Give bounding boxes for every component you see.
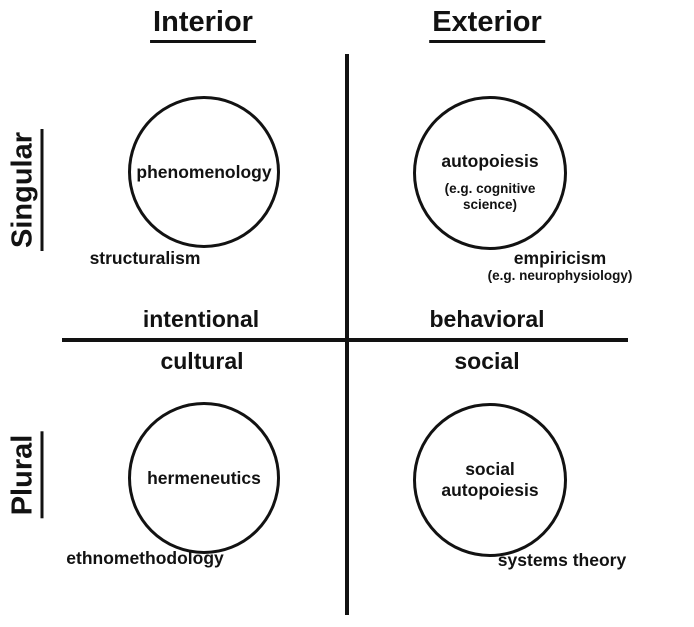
circle-sublabel-cognitive-science: (e.g. cognitive science) bbox=[444, 181, 536, 212]
axis-label-intentional: intentional bbox=[142, 306, 260, 332]
circle-label-social-autopoiesis: social autopoiesis bbox=[441, 459, 539, 500]
vertical-axis-line bbox=[345, 54, 349, 615]
circle-upper-right: autopoiesis (e.g. cognitive science) bbox=[413, 96, 567, 250]
axis-label-cultural: cultural bbox=[160, 348, 244, 374]
circle-content: autopoiesis (e.g. cognitive science) bbox=[439, 151, 541, 212]
circle-lower-right: social autopoiesis bbox=[413, 403, 567, 557]
axis-label-behavioral: behavioral bbox=[429, 306, 545, 332]
circle-label-hermeneutics: hermeneutics bbox=[147, 467, 261, 488]
column-header-interior: Interior bbox=[150, 8, 256, 43]
corner-label-ethnomethodology: ethnomethodology bbox=[66, 548, 224, 568]
circle-label-autopoiesis: autopoiesis bbox=[441, 151, 539, 172]
corner-label-group-empiricism: empiricism (e.g. neurophysiology) bbox=[487, 248, 633, 284]
corner-label-empiricism: empiricism bbox=[513, 248, 607, 268]
row-header-singular: Singular bbox=[7, 128, 44, 252]
circle-label-phenomenology: phenomenology bbox=[136, 161, 272, 182]
circle-upper-left: phenomenology bbox=[128, 96, 280, 248]
row-header-plural: Plural bbox=[7, 431, 44, 519]
corner-label-structuralism: structuralism bbox=[89, 248, 201, 268]
corner-label-systems-theory: systems theory bbox=[497, 550, 627, 570]
circle-lower-left: hermeneutics bbox=[128, 402, 280, 554]
horizontal-axis-line bbox=[62, 338, 628, 342]
column-header-exterior: Exterior bbox=[429, 8, 545, 43]
corner-sublabel-neurophysiology: (e.g. neurophysiology) bbox=[487, 268, 633, 284]
axis-label-social: social bbox=[454, 348, 520, 374]
